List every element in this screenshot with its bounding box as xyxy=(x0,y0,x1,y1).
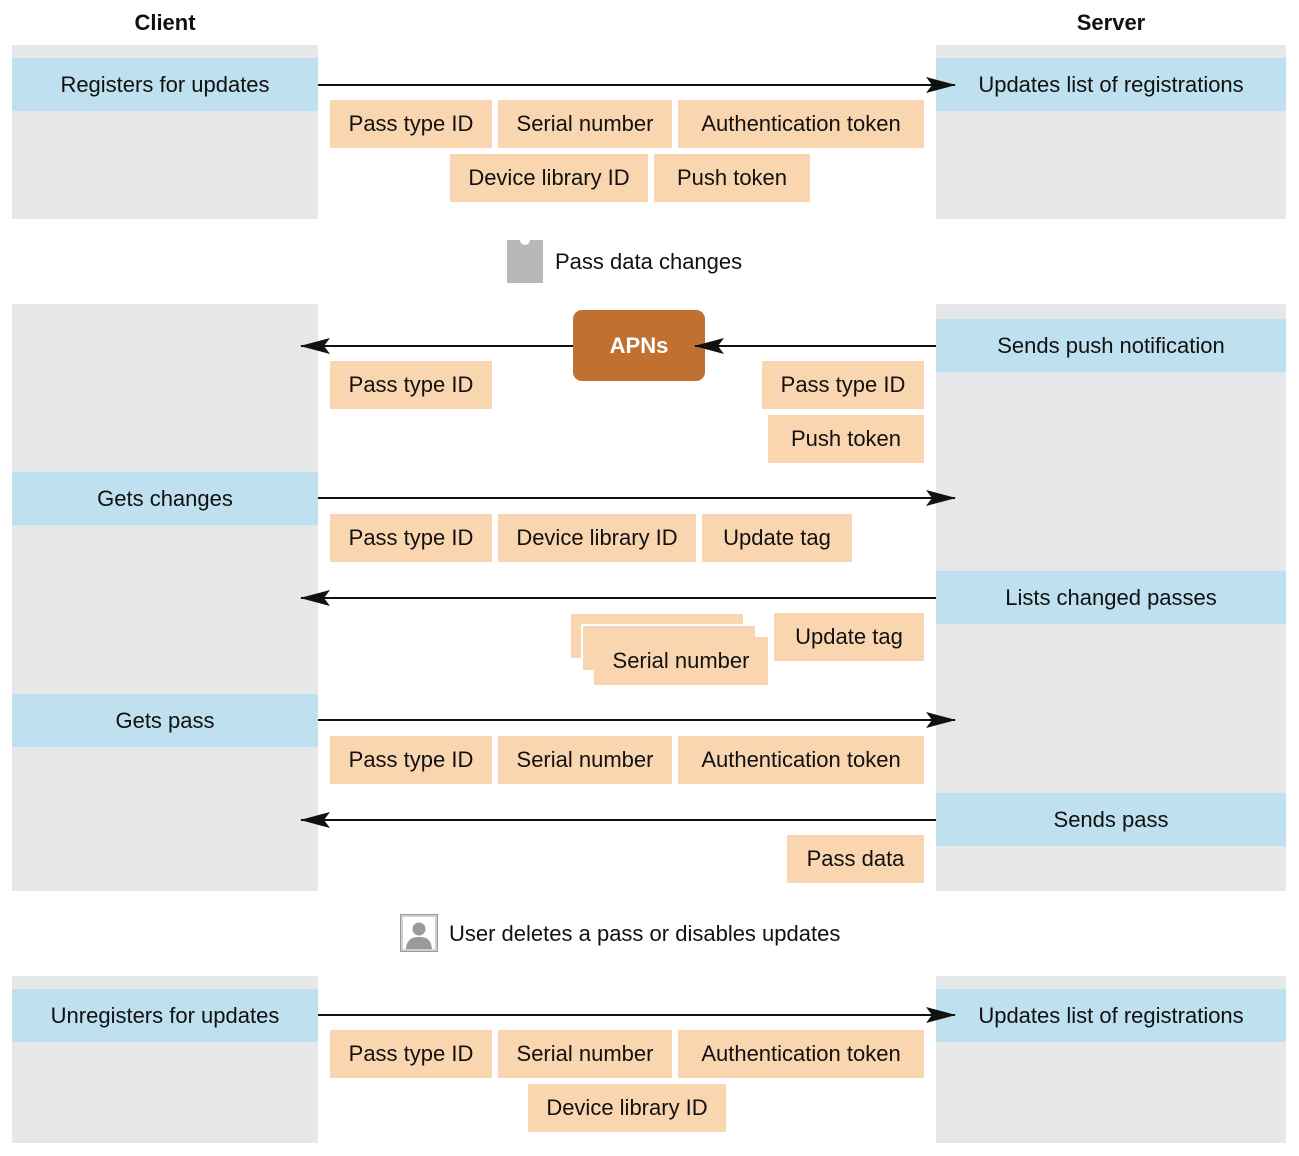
client-action-gets-changes: Gets changes xyxy=(12,472,318,525)
server-column-header: Server xyxy=(1076,10,1146,35)
tag-pass-type-id: Pass type ID xyxy=(330,736,492,784)
tag-pass-type-id: Pass type ID xyxy=(330,100,492,148)
tag-update-tag: Update tag xyxy=(774,613,924,661)
tag-pass-data: Pass data xyxy=(787,835,924,883)
server-action-send-push: Sends push notification xyxy=(936,319,1286,372)
tag-pass-type-id: Pass type ID xyxy=(762,361,924,409)
tag-push-token: Push token xyxy=(768,415,924,463)
tag-pass-type-id: Pass type ID xyxy=(330,361,492,409)
tag-serial-number: Serial number xyxy=(498,1030,672,1078)
tag-device-library-id: Device library ID xyxy=(450,154,648,202)
server-action-update-registrations: Updates list of registrations xyxy=(936,989,1286,1042)
tag-serial-number: Serial number xyxy=(498,100,672,148)
tag-pass-type-id: Pass type ID xyxy=(330,514,492,562)
tag-authentication-token: Authentication token xyxy=(678,736,924,784)
pass-icon xyxy=(507,240,543,283)
server-action-sends-pass: Sends pass xyxy=(936,793,1286,846)
pass-data-changes-label: Pass data changes xyxy=(555,249,743,274)
client-panel-updates xyxy=(12,304,318,891)
tag-push-token: Push token xyxy=(654,154,810,202)
tag-device-library-id: Device library ID xyxy=(498,514,696,562)
client-column-header: Client xyxy=(134,10,196,35)
user-icon xyxy=(400,914,438,952)
client-action-unregister: Unregisters for updates xyxy=(12,989,318,1042)
tag-authentication-token: Authentication token xyxy=(678,1030,924,1078)
server-action-update-registrations: Updates list of registrations xyxy=(936,58,1286,111)
tag-pass-type-id: Pass type ID xyxy=(330,1030,492,1078)
tag-serial-number: Serial number xyxy=(498,736,672,784)
server-action-lists-changed: Lists changed passes xyxy=(936,571,1286,624)
tag-update-tag: Update tag xyxy=(702,514,852,562)
apns-box: APNs xyxy=(573,310,705,381)
client-action-gets-pass: Gets pass xyxy=(12,694,318,747)
client-action-register: Registers for updates xyxy=(12,58,318,111)
tag-device-library-id: Device library ID xyxy=(528,1084,726,1132)
tag-serial-number: Serial number xyxy=(594,637,768,685)
tag-authentication-token: Authentication token xyxy=(678,100,924,148)
user-event-label: User deletes a pass or disables updates xyxy=(449,921,841,946)
